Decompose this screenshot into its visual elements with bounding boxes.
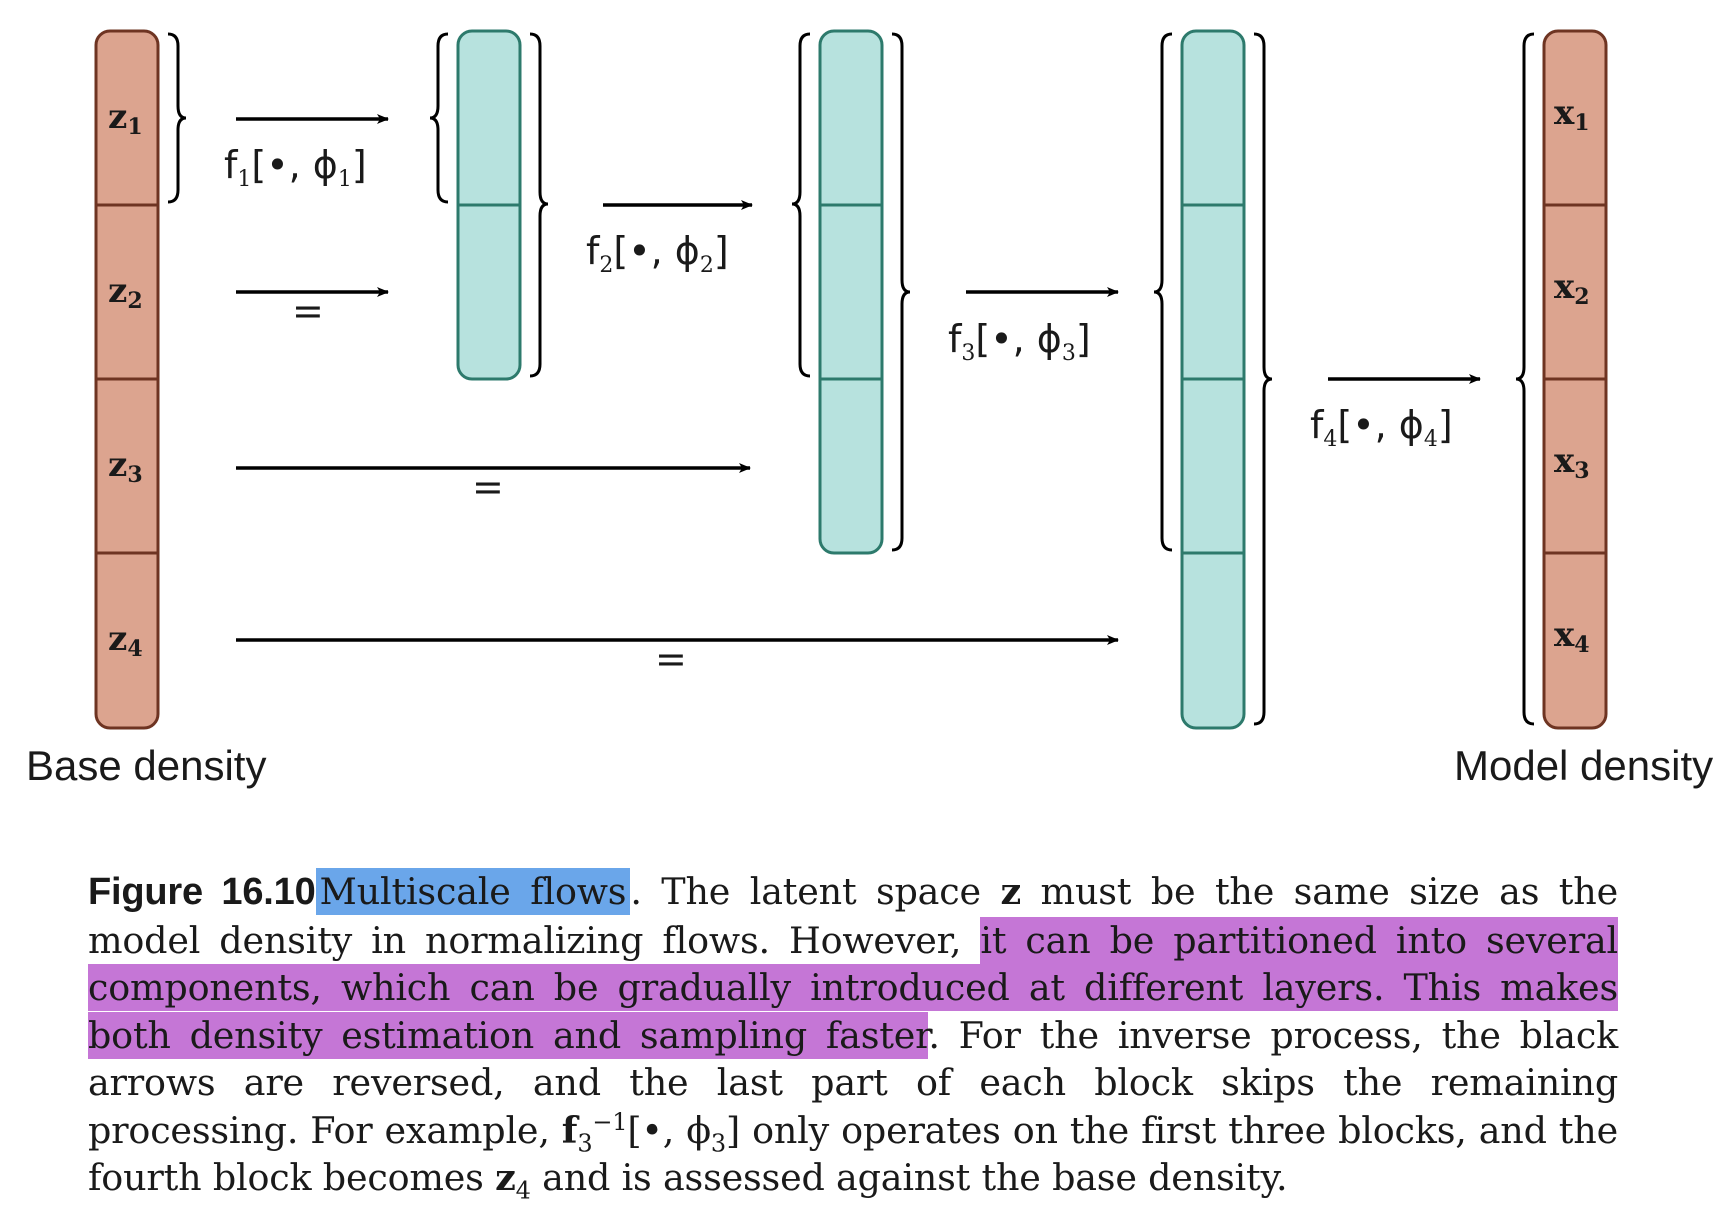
equals-label-z4: = bbox=[655, 637, 687, 681]
caption-f-sup: −1 bbox=[592, 1107, 628, 1136]
brace-stage2-right bbox=[891, 32, 911, 552]
stage2-column bbox=[818, 29, 884, 555]
brace-stage2-left bbox=[791, 32, 811, 378]
base-density-label: Base density bbox=[26, 742, 266, 789]
f1-label: f1[•, ϕ1] bbox=[224, 143, 367, 192]
z3-label: z3 bbox=[108, 445, 143, 488]
brace-stage1-right bbox=[529, 32, 549, 378]
z1-label: z1 bbox=[108, 97, 143, 140]
z4-label: z4 bbox=[108, 619, 143, 662]
multiscale-flow-diagram: z1 z2 z3 z4 f1[•, ϕ1] = f2[•, ϕ2] = f3[•… bbox=[26, 29, 1713, 789]
x3-label: x3 bbox=[1554, 441, 1590, 484]
caption-text-5: and is assessed against the base density… bbox=[530, 1156, 1288, 1199]
caption-text-3: . For the inverse process, the black arr… bbox=[88, 1013, 1618, 1152]
brace-stage1-left bbox=[429, 32, 449, 204]
f3-label: f3[•, ϕ3] bbox=[948, 317, 1091, 366]
x4-label: x4 bbox=[1554, 615, 1590, 658]
base-density-column: z1 z2 z3 z4 bbox=[94, 29, 160, 730]
caption-f-close: ] bbox=[725, 1108, 741, 1152]
caption-f-sub: 3 bbox=[577, 1128, 593, 1157]
brace-stage3-right bbox=[1253, 32, 1273, 726]
x1-label: x1 bbox=[1554, 93, 1590, 136]
stage1-column bbox=[456, 29, 522, 381]
figure-title: Multiscale flows bbox=[315, 868, 631, 915]
equals-label-z3: = bbox=[472, 465, 504, 509]
model-density-column: x1 x2 x3 x4 bbox=[1542, 29, 1608, 730]
brace-model-left bbox=[1515, 32, 1535, 726]
brace-stage3-left bbox=[1153, 32, 1173, 552]
stage3-column bbox=[1180, 29, 1246, 730]
x2-label: x2 bbox=[1554, 267, 1590, 310]
figure-label: Figure 16.10 bbox=[88, 871, 316, 913]
caption-f-arg-sub: 3 bbox=[710, 1128, 726, 1157]
caption-z: z bbox=[1000, 870, 1021, 913]
caption-f: f bbox=[561, 1108, 578, 1152]
f2-label: f2[•, ϕ2] bbox=[586, 229, 729, 278]
caption-text-4: only operates on the first three blocks,… bbox=[88, 1108, 1618, 1200]
caption-f-arg: [•, ϕ bbox=[627, 1108, 711, 1152]
model-density-label: Model density bbox=[1454, 742, 1713, 789]
equals-label-z2: = bbox=[292, 289, 324, 333]
brace-z1 bbox=[167, 32, 187, 204]
f4-label: f4[•, ϕ4] bbox=[1310, 403, 1453, 452]
z2-label: z2 bbox=[108, 271, 143, 314]
caption-text-1: . The latent space bbox=[630, 870, 1001, 913]
caption-text-2: must be the same size as the model densi… bbox=[88, 870, 1618, 962]
caption-z4-sub: 4 bbox=[515, 1176, 531, 1205]
caption-z4: z bbox=[495, 1156, 516, 1199]
